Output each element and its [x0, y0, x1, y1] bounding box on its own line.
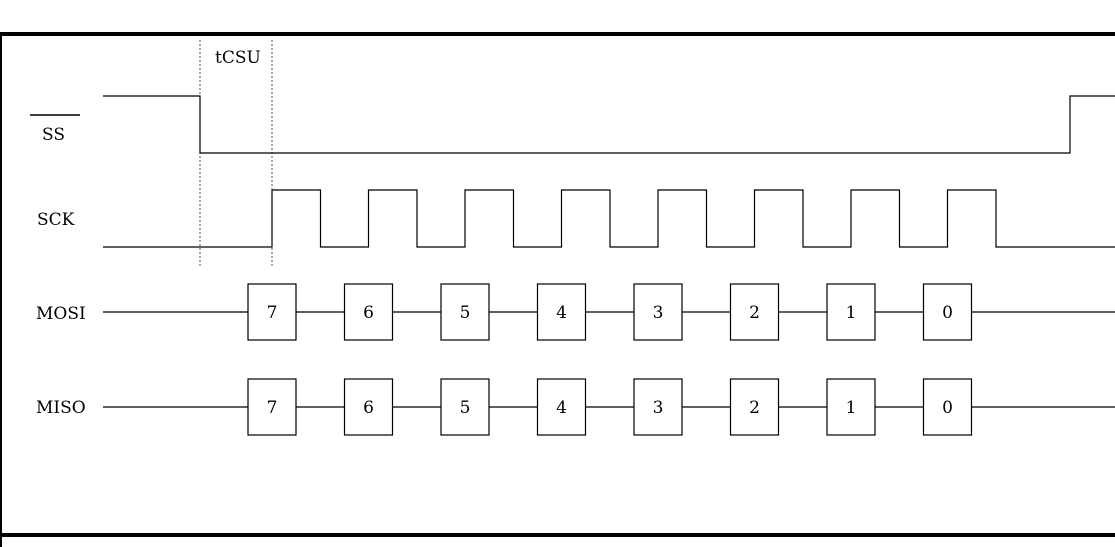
mosi-bit-box — [536, 283, 587, 341]
mosi-bit-label: 2 — [749, 303, 760, 323]
miso-data-line: 7 6 5 4 3 2 1 0 — [103, 378, 1115, 436]
mosi-bit-box — [633, 283, 683, 341]
mosi-bit-label: 1 — [846, 303, 857, 323]
miso-bit-box — [343, 378, 394, 436]
sck-label: SCK — [37, 210, 75, 230]
tcsu-label: tCSU — [215, 48, 261, 68]
miso-bit-box — [633, 378, 683, 436]
mosi-bit-label: 3 — [653, 303, 664, 323]
mosi-bit-box — [922, 283, 973, 341]
mosi-bit-box — [440, 283, 490, 341]
miso-bit-label: 1 — [846, 398, 857, 418]
mosi-bit-label: 0 — [942, 303, 953, 323]
sck-waveform — [103, 189, 1115, 248]
mosi-bit-box — [247, 283, 297, 341]
ss-waveform — [103, 95, 1115, 154]
miso-bit-label: 4 — [556, 398, 567, 418]
miso-bit-box — [247, 378, 297, 436]
mosi-bit-box — [826, 283, 876, 341]
mosi-bit-label: 7 — [267, 303, 278, 323]
miso-label: MISO — [36, 398, 86, 418]
miso-bit-label: 2 — [749, 398, 760, 418]
miso-bit-label: 7 — [267, 398, 278, 418]
mosi-bit-box — [343, 283, 394, 341]
miso-bit-label: 3 — [653, 398, 664, 418]
miso-bit-box — [536, 378, 587, 436]
mosi-bit-box — [729, 283, 780, 341]
miso-bit-label: 5 — [460, 398, 471, 418]
mosi-bit-label: 4 — [556, 303, 567, 323]
ss-label: SS — [42, 125, 65, 145]
miso-bit-box — [922, 378, 973, 436]
miso-bit-label: 0 — [942, 398, 953, 418]
miso-bit-box — [440, 378, 490, 436]
miso-bit-label: 6 — [363, 398, 374, 418]
mosi-data-line: 7 6 5 4 3 2 1 0 — [103, 283, 1115, 341]
mosi-bit-label: 5 — [460, 303, 471, 323]
miso-bit-box — [826, 378, 876, 436]
mosi-bit-label: 6 — [363, 303, 374, 323]
mosi-label: MOSI — [36, 304, 86, 324]
miso-bit-box — [729, 378, 780, 436]
